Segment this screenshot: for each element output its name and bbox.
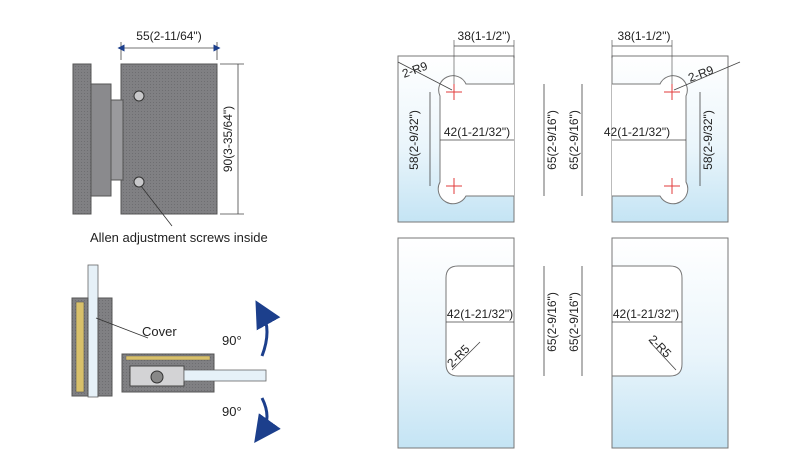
cover-label: Cover (142, 324, 177, 339)
hinge-leaf (120, 63, 218, 215)
cover-plate (75, 301, 85, 393)
allen-screws-caption: Allen adjustment screws inside (90, 230, 268, 245)
mid-width-dimension: 42(1-21/32") (604, 125, 670, 139)
hinge-spacer (90, 83, 112, 197)
hinge-backplate (72, 63, 92, 215)
mid-width-dimension: 42(1-21/32") (613, 307, 679, 321)
radius-label: 2-R5 (646, 332, 675, 361)
cover-callout-line (95, 317, 149, 339)
mid-width-dimension: 42(1-21/32") (444, 125, 510, 139)
right-height-dimension: 65(2-9/16") (545, 110, 559, 170)
radius-leader (451, 341, 481, 371)
top-width-dimension: 38(1-1/2") (458, 29, 511, 43)
glass-panel-notched (397, 237, 515, 449)
mid-width-dimension: 42(1-21/32") (447, 307, 513, 321)
left-height-dimension: 65(2-9/16") (567, 110, 581, 170)
radius-leader (649, 341, 677, 371)
left-height-dimension: 58(2-9/32") (407, 110, 421, 170)
hinge-top-view: Cover 90° 90° (71, 264, 281, 443)
hole-marker (446, 84, 462, 194)
glass-panel-notched (611, 237, 729, 449)
left-height-dimension: 65(2-9/16") (567, 292, 581, 352)
hole-marker (664, 84, 680, 194)
hinge-front-view: 55(2-11/64") 90(3-35/64") Allen adjustme… (72, 29, 268, 245)
pivot-pin (150, 370, 164, 384)
height-dimension: 90(3-35/64") (221, 106, 235, 172)
top-width-dimension: 38(1-1/2") (618, 29, 671, 43)
right-height-dimension: 58(2-9/32") (701, 110, 715, 170)
allen-screw-bottom (133, 176, 145, 188)
radius-label: 2-R5 (444, 342, 473, 371)
door-glass-panel (183, 369, 267, 382)
callout-line (140, 185, 173, 227)
hinge-mount-plate-inner (97, 297, 113, 397)
right-height-dimension: 65(2-9/16") (545, 292, 559, 352)
allen-screw-top (133, 90, 145, 102)
width-dimension: 55(2-11/64") (136, 29, 201, 43)
angle-label-bottom: 90° (222, 404, 242, 419)
cover-strip (125, 355, 211, 361)
radius-leader (397, 61, 453, 91)
cutout-top-right: 38(1-1/2") 2-R9 65(2-9/16") 42(1-21/32")… (567, 29, 741, 223)
cutout-bottom-left: 42(1-21/32") 2-R5 65(2-9/16") (397, 237, 559, 449)
swing-arrow-down (254, 397, 281, 443)
cutout-bottom-right: 65(2-9/16") 42(1-21/32") 2-R5 (567, 237, 729, 449)
angle-label-top: 90° (222, 333, 242, 348)
fixed-glass-panel (87, 264, 99, 398)
cutout-top-left: 38(1-1/2") 2-R9 58(2-9/32") 42(1-21/32")… (397, 29, 559, 223)
swing-arrow-up (255, 300, 281, 357)
radius-leader (673, 61, 741, 91)
hinge-leaf-edge (110, 99, 124, 181)
